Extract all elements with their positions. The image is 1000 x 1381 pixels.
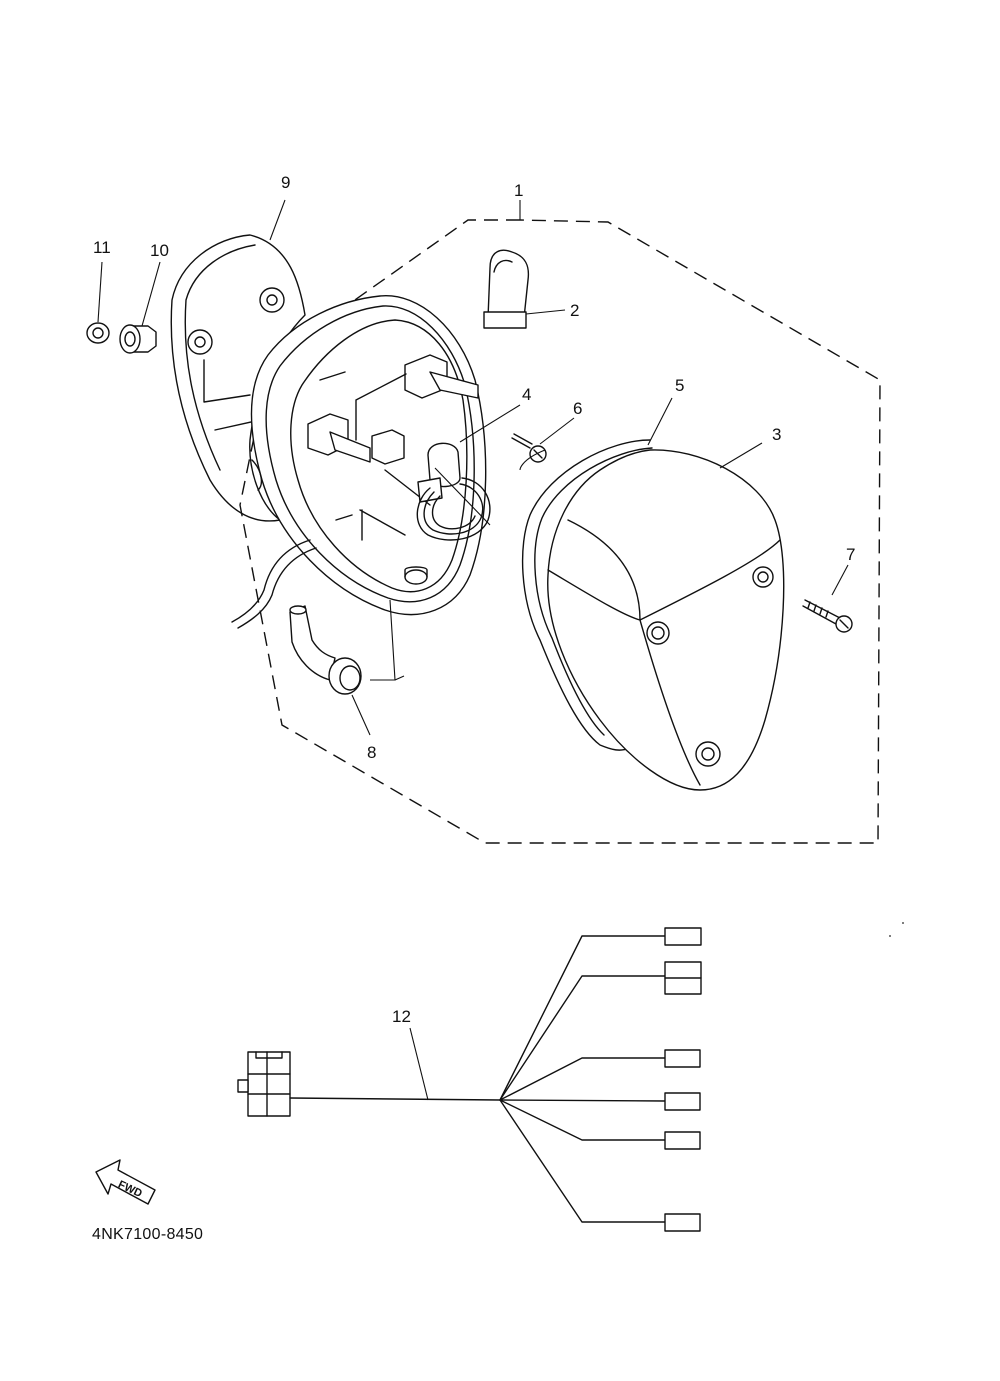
assembly-boundary <box>239 219 881 844</box>
grommet-8 <box>289 605 362 695</box>
lens-gasket <box>521 439 651 751</box>
callout-6: 6 <box>573 399 582 418</box>
screw-6 <box>511 433 547 463</box>
callout-12: 12 <box>392 1007 411 1026</box>
forward-arrow-icon: FWD <box>95 1159 156 1205</box>
tail-lens <box>547 449 785 791</box>
callout-3: 3 <box>772 425 781 444</box>
wire-harness-12 <box>237 927 702 1232</box>
lead-cable <box>231 539 311 623</box>
callout-4: 4 <box>522 385 531 404</box>
nut-11 <box>86 322 110 344</box>
collar-10 <box>119 324 157 354</box>
callout-7: 7 <box>846 545 855 564</box>
callout-5: 5 <box>675 376 684 395</box>
callout-11: 11 <box>93 238 111 257</box>
part-number: 4NK7100-8450 <box>92 1226 204 1243</box>
screw-7 <box>802 599 853 633</box>
bulb <box>483 249 530 329</box>
bulb-socket <box>416 442 491 541</box>
callout-2: 2 <box>570 301 579 320</box>
callout-9: 9 <box>281 173 290 192</box>
callout-1: 1 <box>514 181 523 200</box>
callout-8: 8 <box>367 743 376 762</box>
callout-10: 10 <box>150 241 169 260</box>
